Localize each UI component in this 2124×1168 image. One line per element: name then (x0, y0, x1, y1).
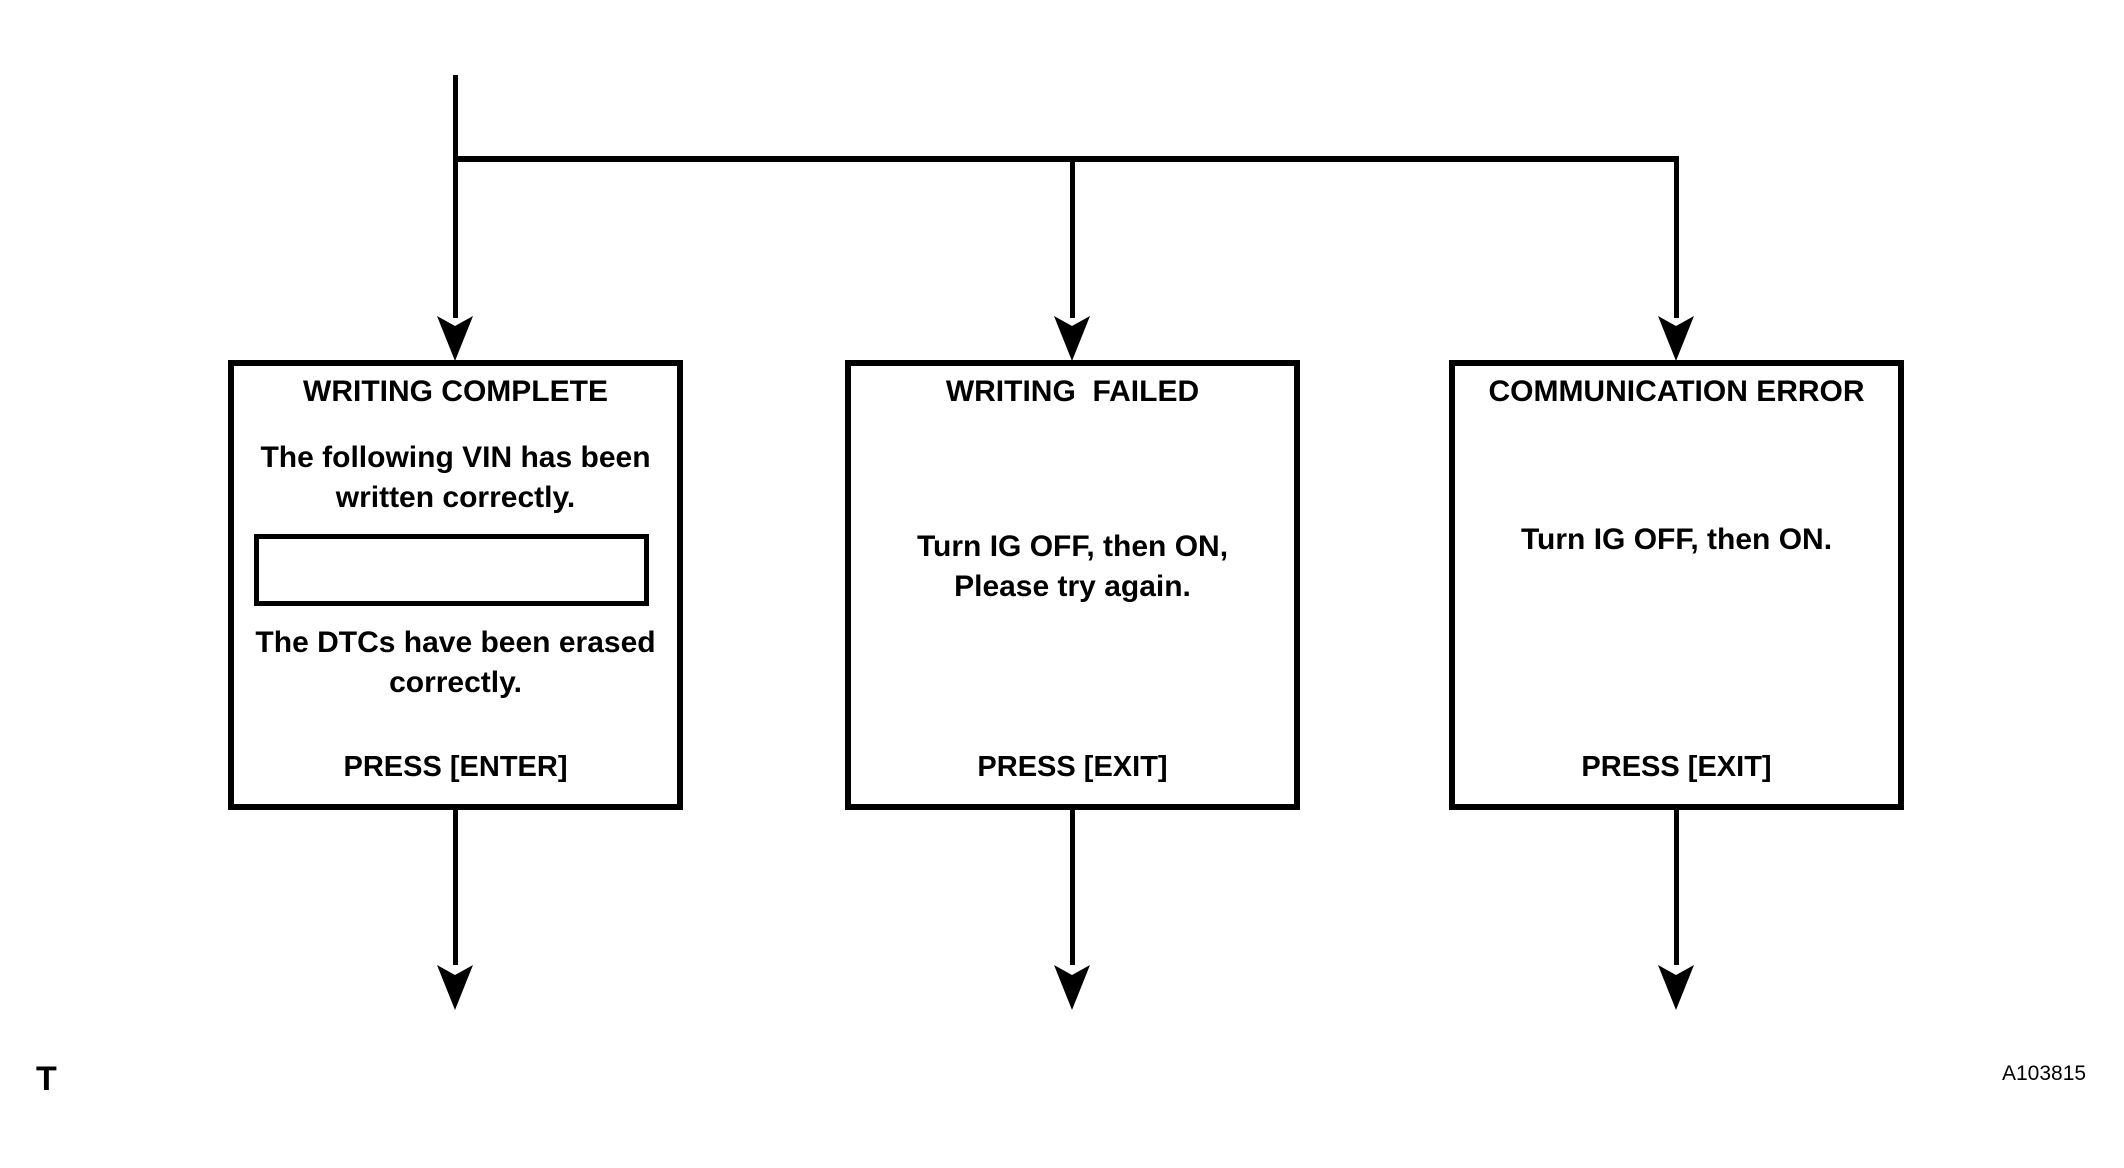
press-exit-instruction: PRESS [EXIT] (977, 751, 1168, 783)
flow-box-communication-error: COMMUNICATION ERROR Turn IG OFF, then ON… (1449, 360, 1904, 810)
branch-horizontal-line (453, 156, 1679, 162)
press-exit-instruction: PRESS [EXIT] (1581, 751, 1772, 783)
box-message: Turn IG OFF, then ON, Please try again. (851, 527, 1294, 607)
flow-box-writing-complete: WRITING COMPLETE The following VIN has b… (228, 360, 683, 810)
box-message-bottom: The DTCs have been erased correctly. (234, 623, 677, 703)
exit-connector-line (453, 810, 458, 965)
exit-connector-line (1070, 810, 1075, 965)
box-title: WRITING FAILED (945, 375, 1200, 408)
arrow-down-icon (1658, 962, 1694, 1010)
branch-line-right (1674, 156, 1679, 318)
box-message-top: The following VIN has been written corre… (234, 438, 677, 518)
arrow-down-icon (1054, 313, 1090, 361)
arrow-down-icon (1054, 962, 1090, 1010)
flow-box-writing-failed: WRITING FAILED Turn IG OFF, then ON, Ple… (845, 360, 1300, 810)
message-line: correctly. (389, 666, 522, 699)
vin-display-field (254, 534, 649, 606)
press-enter-instruction: PRESS [ENTER] (343, 751, 568, 783)
message-line: Turn IG OFF, then ON, (916, 530, 1229, 563)
section-marker-label: T (36, 1060, 57, 1098)
message-line: The DTCs have been erased (255, 626, 656, 659)
message-line: Please try again. (954, 570, 1191, 603)
box-title: WRITING COMPLETE (303, 375, 608, 408)
arrow-down-icon (437, 313, 473, 361)
box-title: COMMUNICATION ERROR (1488, 375, 1865, 408)
figure-id-label: A103815 (2002, 1062, 2087, 1085)
exit-connector-line (1674, 810, 1679, 965)
branch-line-middle (1070, 156, 1075, 318)
message-line: written correctly. (335, 481, 576, 514)
message-line: Turn IG OFF, then ON. (1520, 523, 1833, 556)
box-message: Turn IG OFF, then ON. (1455, 520, 1898, 560)
arrow-down-icon (437, 962, 473, 1010)
message-line: The following VIN has been (260, 441, 651, 474)
arrow-down-icon (1658, 313, 1694, 361)
trunk-connector-line (453, 75, 458, 318)
